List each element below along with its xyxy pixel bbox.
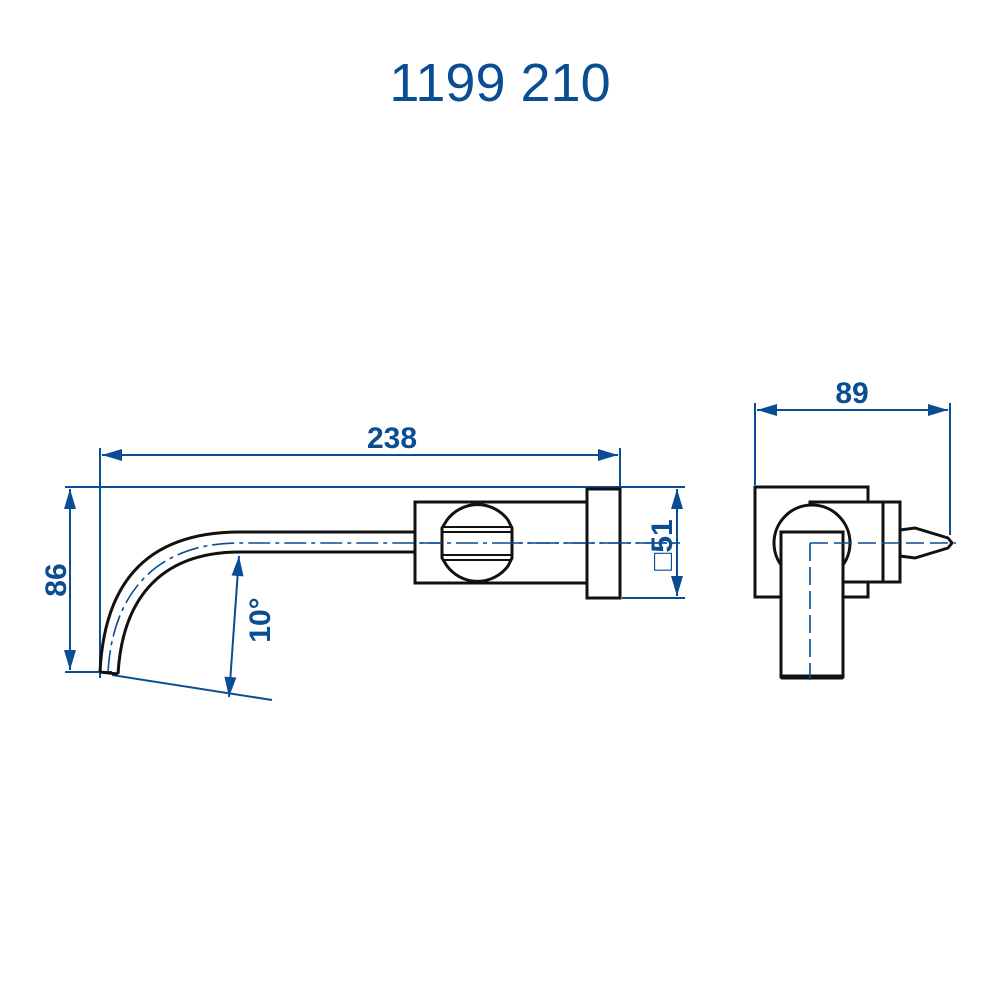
plate-dimension-label: □51: [646, 519, 679, 571]
depth-dimension-label: 89: [835, 377, 868, 410]
spout-bottom: [116, 550, 415, 675]
handle-lever: [779, 530, 845, 679]
side-centerline: [107, 542, 680, 673]
angle-dimension-label: 10°: [244, 597, 277, 642]
faucet-side-outline: [98, 487, 622, 676]
front-centerlines: [809, 542, 956, 680]
faucet-front-outline: [753, 485, 954, 680]
angle-dimension-line: [224, 555, 244, 698]
product-code-title: 1199 210: [389, 53, 611, 113]
side-dimension-lines: [64, 448, 685, 701]
spout-nozzle: [898, 526, 954, 560]
mixer-body: [413, 500, 589, 585]
spout-top: [98, 530, 415, 673]
front-view: 89: [753, 377, 956, 680]
side-view: 238 86 10° □51: [40, 422, 685, 701]
height-dimension-label: 86: [40, 563, 73, 596]
length-dimension-label: 238: [367, 422, 417, 455]
